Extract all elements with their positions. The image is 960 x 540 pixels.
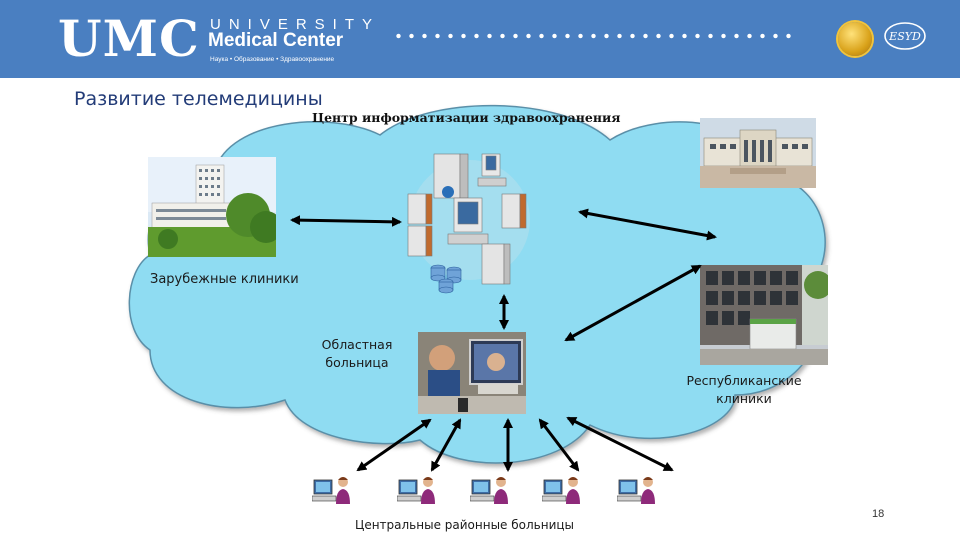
logo-umc-mark: UMC — [58, 9, 200, 68]
gold-seal-icon — [838, 22, 872, 56]
logo-medical-center-text: Medical Center — [208, 30, 344, 51]
esyd-logo-icon: ESYD — [884, 22, 926, 50]
doctor-workstation-icon — [397, 477, 435, 504]
doctor-workstation-icon — [542, 477, 580, 504]
doctor-workstation-icon — [470, 477, 508, 504]
health-center-building-photo — [700, 118, 816, 188]
arrow-center-foreign — [290, 215, 402, 227]
foreign-clinic-photo — [148, 157, 276, 257]
republican-clinic-photo — [700, 265, 828, 365]
regional-hospital-label-text: Областная больница — [321, 337, 393, 370]
regional-hospital-photo — [418, 332, 526, 414]
esyd-text: ESYD — [888, 30, 921, 43]
arrow-regional-republican — [564, 264, 702, 342]
arrow-district-4 — [538, 418, 580, 472]
logo-tagline: Наука • Образование • Здравоохранение — [210, 56, 335, 63]
doctor-workstation-icon — [312, 477, 350, 504]
header-dot-divider — [392, 31, 792, 41]
doctor-workstation-icon — [617, 477, 655, 504]
cloud-shape — [128, 104, 826, 464]
republican-clinics-label-text: Республиканские клиники — [686, 373, 802, 406]
regional-hospital-label: Областная больница — [312, 336, 402, 372]
header-bar: UMC UNIVERSITY Medical Center Наука • Об… — [0, 0, 960, 78]
arrow-district-2 — [430, 418, 462, 472]
center-label: Центр информатизации здравоохранения — [312, 110, 621, 125]
page-title: Развитие телемедицины — [74, 88, 323, 110]
arrow-center-healthcenter — [578, 208, 717, 241]
logo-university-text: UNIVERSITY — [210, 16, 381, 33]
slide-number: 18 — [872, 508, 885, 520]
server-cluster-icon — [407, 153, 530, 294]
foreign-clinics-label: Зарубежные клиники — [150, 272, 299, 287]
district-hospitals-label: Центральные районные больницы — [355, 518, 575, 532]
arrow-district-1 — [356, 418, 432, 472]
republican-clinics-label: Республиканские клиники — [674, 372, 814, 408]
arrow-district-5 — [566, 416, 674, 472]
